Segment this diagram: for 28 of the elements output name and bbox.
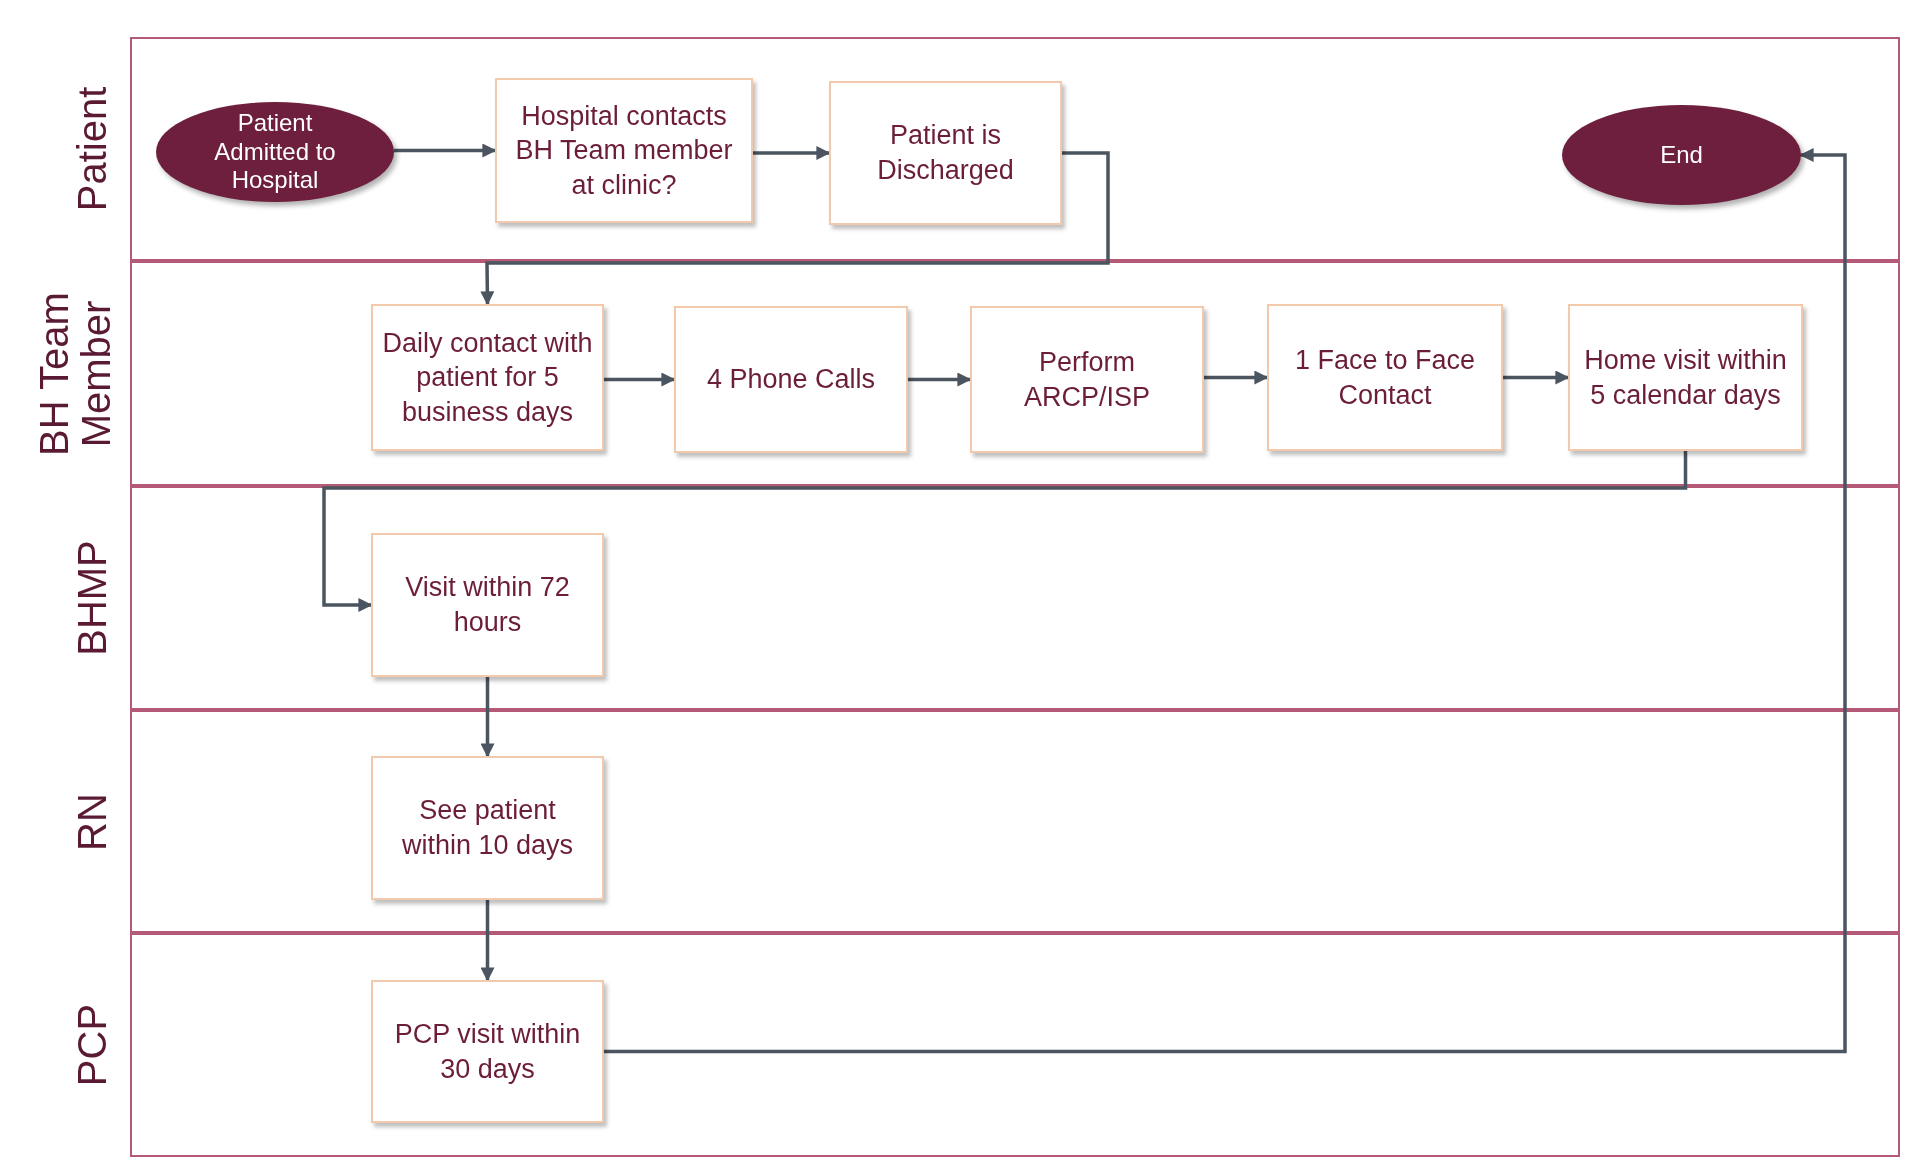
process-box: PCP visit within 30 days [371,980,604,1123]
arrow [604,372,676,387]
lane-label: BHMP [71,539,113,658]
arrow [394,143,497,158]
process-box: Home visit within 5 calendar days [1568,304,1803,451]
process-box: Perform ARCP/ISP [970,306,1204,453]
arrow [1204,370,1269,385]
process-box: Hospital contacts BH Team member at clinic? [495,78,753,223]
arrow [480,900,495,982]
process-box: Daily contact with patient for 5 business days [371,304,604,451]
lane-label: RN [71,791,113,853]
process-box: Patient is Discharged [829,81,1062,225]
terminal-oval: Patient Admitted to Hospital [156,102,394,202]
arrow [1503,370,1570,385]
arrow [480,151,1110,306]
process-box: 1 Face to Face Contact [1267,304,1503,451]
arrow [908,372,972,387]
terminal-oval: End [1562,105,1801,205]
lane-label: BH Team Member [33,290,117,458]
arrow [322,451,1688,612]
process-box: See patient within 10 days [371,756,604,900]
arrow [480,677,495,758]
arrow [604,148,1847,1054]
process-box: 4 Phone Calls [674,306,908,453]
lane-label: PCP [71,1002,113,1089]
lane-label: Patient [71,85,113,214]
process-box: Visit within 72 hours [371,533,604,677]
arrow [753,146,831,160]
